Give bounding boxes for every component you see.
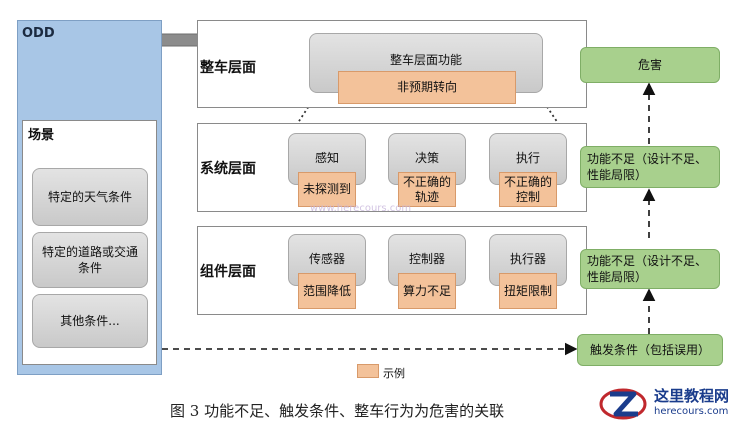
component-example-reduced-range: 范围降低	[298, 273, 356, 309]
system-step-execution-label: 执行	[515, 151, 540, 165]
component-layer-label: 组件层面	[200, 264, 256, 280]
system-layer-label: 系统层面	[200, 161, 256, 177]
figure-caption: 图 3 功能不足、触发条件、整车行为为危害的关联	[170, 402, 505, 420]
odd-title: ODD	[22, 26, 55, 41]
logo-url[interactable]: herecours.com	[654, 406, 729, 417]
component-example-insufficient-compute: 算力不足	[398, 273, 456, 309]
system-step-perception-label: 感知	[314, 151, 339, 165]
vehicle-layer-label: 整车层面	[200, 60, 256, 76]
component-step-controller-label: 控制器	[408, 252, 445, 266]
system-insufficiency-box: 功能不足（设计不足、性能局限）	[580, 146, 720, 188]
system-example-wrong-trajectory: 不正确的轨迹	[398, 172, 456, 207]
scene-title: 场景	[28, 128, 55, 143]
site-logo-icon	[599, 388, 647, 420]
component-step-sensor-label: 传感器	[308, 252, 345, 266]
vehicle-function-label: 整车层面功能	[389, 53, 462, 67]
legend-example-label: 示例	[383, 367, 405, 380]
scene-item-weather: 特定的天气条件	[32, 168, 148, 226]
vehicle-example-unintended-steering: 非预期转向	[338, 71, 516, 104]
system-example-not-detected: 未探测到	[298, 172, 356, 207]
scene-item-road-traffic: 特定的道路或交通条件	[32, 232, 148, 288]
component-example-torque-limit: 扭矩限制	[499, 273, 557, 309]
logo-title[interactable]: 这里教程网	[654, 387, 730, 405]
hazard-box: 危害	[580, 47, 720, 83]
system-step-decision-label: 决策	[414, 151, 439, 165]
watermark-text: www.herecours.com	[310, 203, 412, 214]
system-example-wrong-control: 不正确的控制	[499, 172, 557, 207]
legend-example-swatch	[357, 364, 379, 378]
component-step-actuator-label: 执行器	[509, 252, 546, 266]
trigger-condition-box: 触发条件（包括误用）	[577, 334, 723, 366]
scene-item-other: 其他条件...	[32, 294, 148, 348]
component-insufficiency-box: 功能不足（设计不足、性能局限）	[580, 249, 720, 289]
